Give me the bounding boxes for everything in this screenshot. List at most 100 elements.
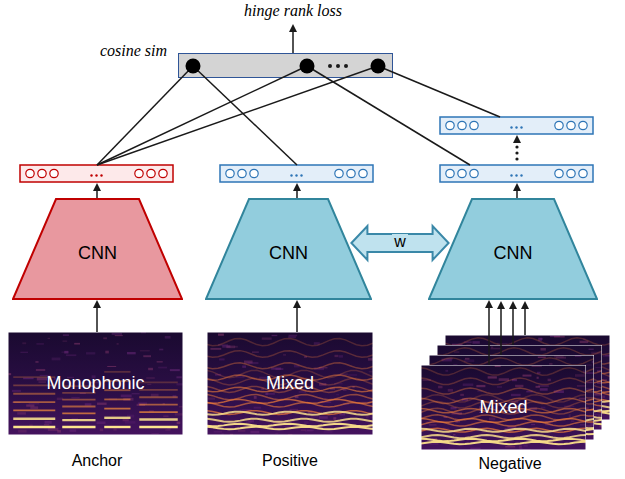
spectrogram [421, 365, 586, 450]
spectrogram-noise [44, 424, 49, 425]
arrow-line [500, 309, 502, 355]
spectrogram-noise [71, 397, 79, 398]
embedding-unit [555, 169, 563, 177]
spectrogram-noise [491, 348, 501, 350]
cnn-block: CNN [12, 198, 183, 300]
harmonic [62, 399, 95, 401]
spectrogram-noise [238, 430, 245, 432]
spectrogram-ground [8, 332, 183, 435]
embedding-unit [135, 169, 143, 177]
spectrogram-noise [36, 343, 43, 344]
spectrogram-noise [218, 334, 224, 336]
input-arrow [509, 301, 517, 345]
harmonic [207, 419, 373, 422]
spectrogram-noise [57, 398, 63, 400]
arrow-head [497, 301, 505, 309]
embedding-unit [250, 169, 258, 177]
spectrogram-noise [127, 352, 136, 354]
spectrogram-noise [176, 376, 181, 378]
spectrogram-border [8, 332, 183, 435]
embedding-vector [20, 165, 173, 182]
node-label: Mixed [266, 373, 314, 394]
harmonic [421, 368, 586, 375]
spectrogram-noise [117, 343, 119, 344]
embedding-unit [458, 169, 466, 177]
spectrogram-noise [585, 372, 594, 373]
harmonic [139, 381, 178, 383]
harmonic [437, 348, 602, 355]
spectrogram-noise [523, 375, 532, 377]
harmonic [207, 403, 373, 407]
arrow-head [293, 183, 301, 191]
spectrogram-noise [248, 362, 259, 364]
vertical-ellipsis [515, 157, 518, 160]
spectrogram-noise [132, 393, 140, 394]
spectrogram-noise [532, 366, 542, 367]
spectrogram-noise [17, 412, 26, 414]
spectrogram-noise [429, 424, 437, 426]
spectrogram-noise [590, 423, 593, 426]
arrow-head [93, 183, 101, 191]
spectrogram-noise [234, 346, 237, 348]
spectrogram-noise [505, 446, 515, 447]
spectrogram-noise [523, 445, 527, 447]
harmonic [13, 401, 55, 403]
embedding-box [20, 165, 173, 182]
spectrogram-noise [57, 430, 61, 433]
spectrogram-noise [151, 433, 158, 434]
spectrogram-noise [158, 367, 167, 369]
spectrogram-border [421, 365, 586, 450]
spectrogram-noise [265, 393, 268, 395]
spectrogram-noise [105, 351, 109, 354]
score-line [97, 66, 193, 165]
spectrogram-noise [96, 421, 105, 424]
spectrogram-noise [275, 433, 278, 434]
cnn-block: CNN [428, 198, 598, 300]
embedding-unit [38, 169, 46, 177]
spectrogram-noise [63, 334, 69, 335]
spectrogram-noise [324, 431, 333, 433]
score-dot [185, 58, 200, 73]
spectrogram-noise [548, 379, 551, 381]
arrow-head [485, 300, 493, 308]
vertical-ellipsis [515, 145, 518, 148]
harmonic [207, 399, 373, 403]
output-arrow [293, 183, 301, 198]
spectrogram-noise [531, 424, 535, 425]
arrow-head [509, 301, 517, 309]
connector [93, 300, 101, 332]
spectrogram-noise [448, 389, 453, 392]
branch-label: Anchor [72, 452, 123, 470]
loss-arrow [289, 24, 297, 53]
similarity-scores [178, 53, 393, 78]
vertical-ellipsis [515, 151, 518, 154]
input-arrow [497, 301, 505, 355]
spectrogram-noise [143, 355, 151, 357]
spectrogram-noise [176, 383, 183, 385]
node-label: CNN [269, 243, 308, 264]
shared-weights-arrow [351, 226, 448, 260]
embedding-box [440, 165, 593, 182]
ellipsis-dot [520, 126, 522, 128]
spectrogram-noise [214, 431, 223, 432]
arrow-line [524, 309, 526, 335]
spectrogram-noise [519, 446, 522, 448]
node-label: CNN [78, 243, 117, 264]
spectrogram-noise [465, 358, 470, 360]
spectrogram-noise [219, 358, 225, 360]
harmonic [13, 409, 55, 411]
ellipsis-dot [510, 126, 512, 128]
ellipsis-dot [336, 64, 340, 68]
harmonic [207, 363, 373, 369]
harmonic [421, 428, 586, 432]
spectrogram-noise [159, 349, 163, 351]
spectrogram-noise [470, 448, 480, 450]
embedding-unit [238, 169, 246, 177]
embedding-unit [446, 169, 454, 177]
spectrogram-noise [339, 355, 343, 357]
harmonic [139, 396, 178, 398]
spectrogram-noise [165, 336, 171, 339]
spectrogram-noise [125, 421, 136, 424]
harmonic [13, 417, 55, 419]
spectrogram-noise [305, 429, 313, 431]
